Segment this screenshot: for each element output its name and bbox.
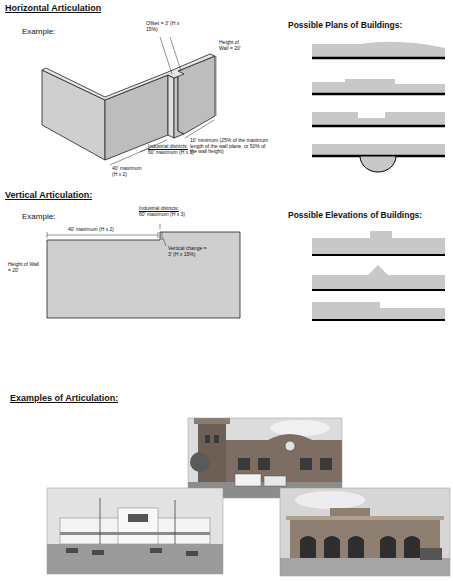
photo (280, 488, 450, 576)
dimension-note: Industrial districts: (139, 206, 191, 212)
section-heading: Examples of Articulation: (10, 393, 210, 403)
dimension-note: Vertical change = 3' (H x 15%) (168, 246, 208, 257)
elevations-heading: Possible Elevations of Buildings: (288, 211, 450, 221)
section-heading: Horizontal Articulation (5, 3, 205, 13)
dimension-note: 60' maximum (H x 3) (139, 212, 191, 218)
plans-heading: Possible Plans of Buildings: (288, 21, 450, 31)
dimension-note: 40' maximum (H x 2) (68, 227, 148, 233)
dimension-note: 40' maximum (H x 2) (112, 166, 146, 177)
elevation-diagrams (312, 231, 445, 320)
dimension-note: Offset = 3' (H x 15%) (146, 21, 180, 32)
example-label: Example: (22, 213, 82, 222)
dimension-note: 10' minimum (25% of the maximum length o… (190, 138, 270, 155)
section-heading: Vertical Articulation: (5, 190, 205, 200)
dimension-note: Height of Wall = 20' (219, 40, 249, 51)
example-label: Example: (22, 28, 82, 37)
dimension-note: Industrial districts: (148, 144, 200, 150)
wall-elevation (47, 224, 240, 318)
wall-3d (42, 54, 215, 160)
dimension-note: 60' maximum (H x 3) (148, 150, 200, 156)
dimension-note: Height of Wall = 20' (8, 262, 40, 273)
photo (47, 488, 223, 574)
photo (188, 418, 342, 498)
plan-diagrams (312, 42, 445, 172)
